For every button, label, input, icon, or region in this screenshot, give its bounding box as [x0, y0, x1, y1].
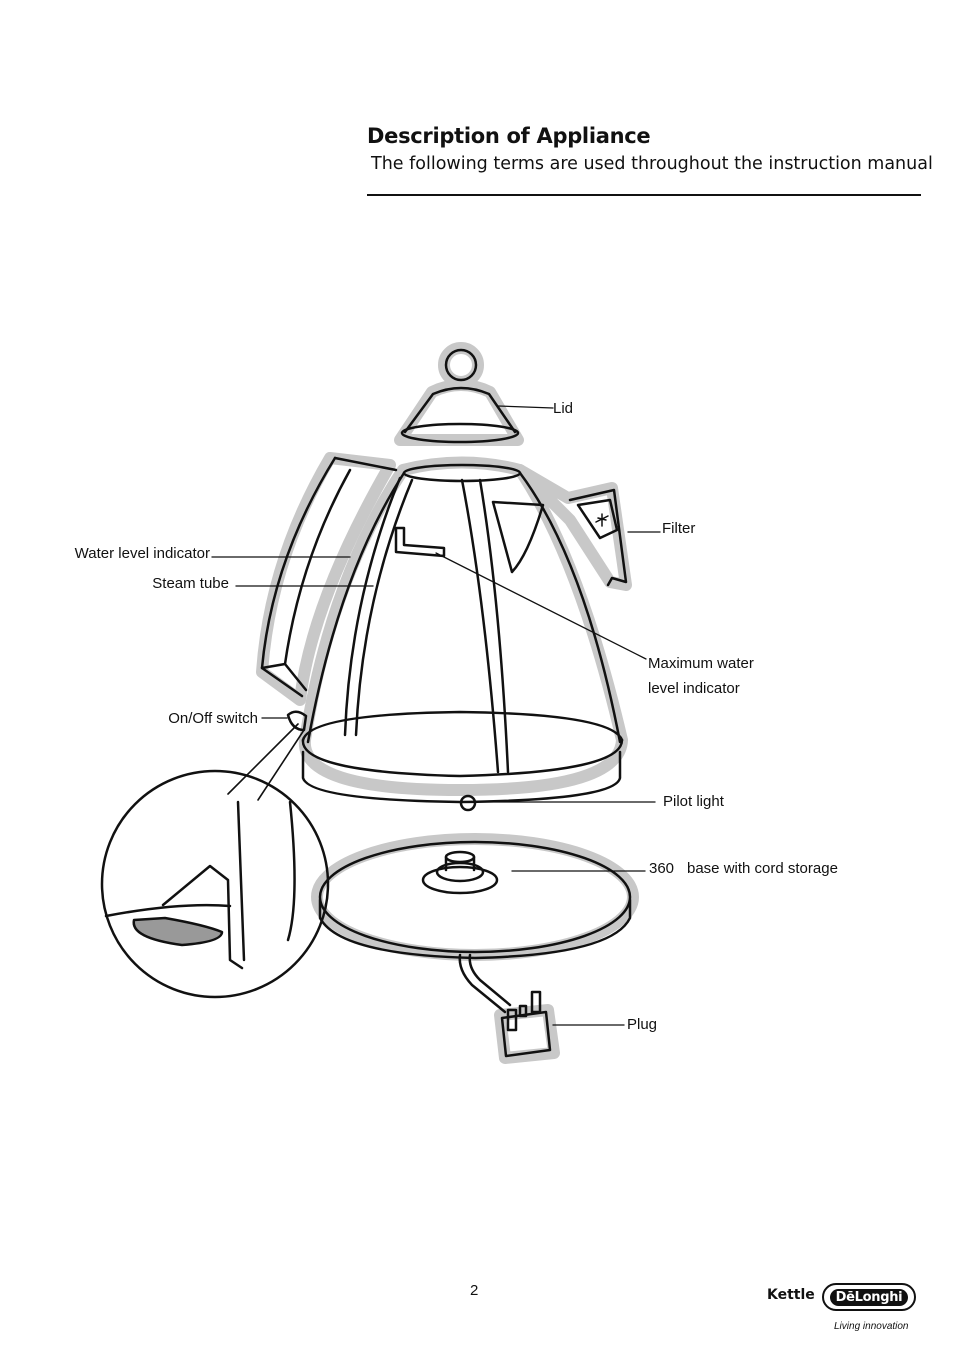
brand-tagline: Living innovation — [834, 1321, 909, 1332]
label-base-text: base with cord storage — [687, 860, 838, 877]
filter — [568, 488, 628, 587]
lid — [400, 348, 520, 444]
page-subtitle: The following terms are used throughout … — [371, 154, 933, 174]
footer-product-name: Kettle — [767, 1287, 815, 1303]
halo-shadow — [256, 342, 639, 1064]
page-number: 2 — [470, 1282, 479, 1299]
label-water-level-indicator: Water level indicator — [75, 545, 210, 562]
label-base-prefix: 360 — [649, 860, 674, 877]
label-steam-tube: Steam tube — [152, 575, 229, 592]
leader-lines — [211, 405, 661, 1026]
kettle-body — [286, 463, 624, 812]
brand-logo: DēLonghi — [822, 1283, 916, 1311]
label-max-water-line1: Maximum water — [648, 655, 754, 672]
switch-detail-magnifier — [100, 723, 330, 999]
header-divider — [367, 194, 921, 196]
label-plug: Plug — [627, 1016, 657, 1033]
page-title: Description of Appliance — [367, 124, 651, 148]
plug — [458, 953, 552, 1058]
label-lid: Lid — [553, 400, 573, 417]
handle — [260, 456, 398, 698]
base — [318, 840, 632, 960]
label-filter: Filter — [662, 520, 695, 537]
brand-logo-text: DēLonghi — [829, 1288, 909, 1306]
label-pilot-light: Pilot light — [663, 793, 725, 810]
label-max-water-line2: level indicator — [648, 680, 740, 697]
label-on-off-switch: On/Off switch — [168, 710, 258, 727]
